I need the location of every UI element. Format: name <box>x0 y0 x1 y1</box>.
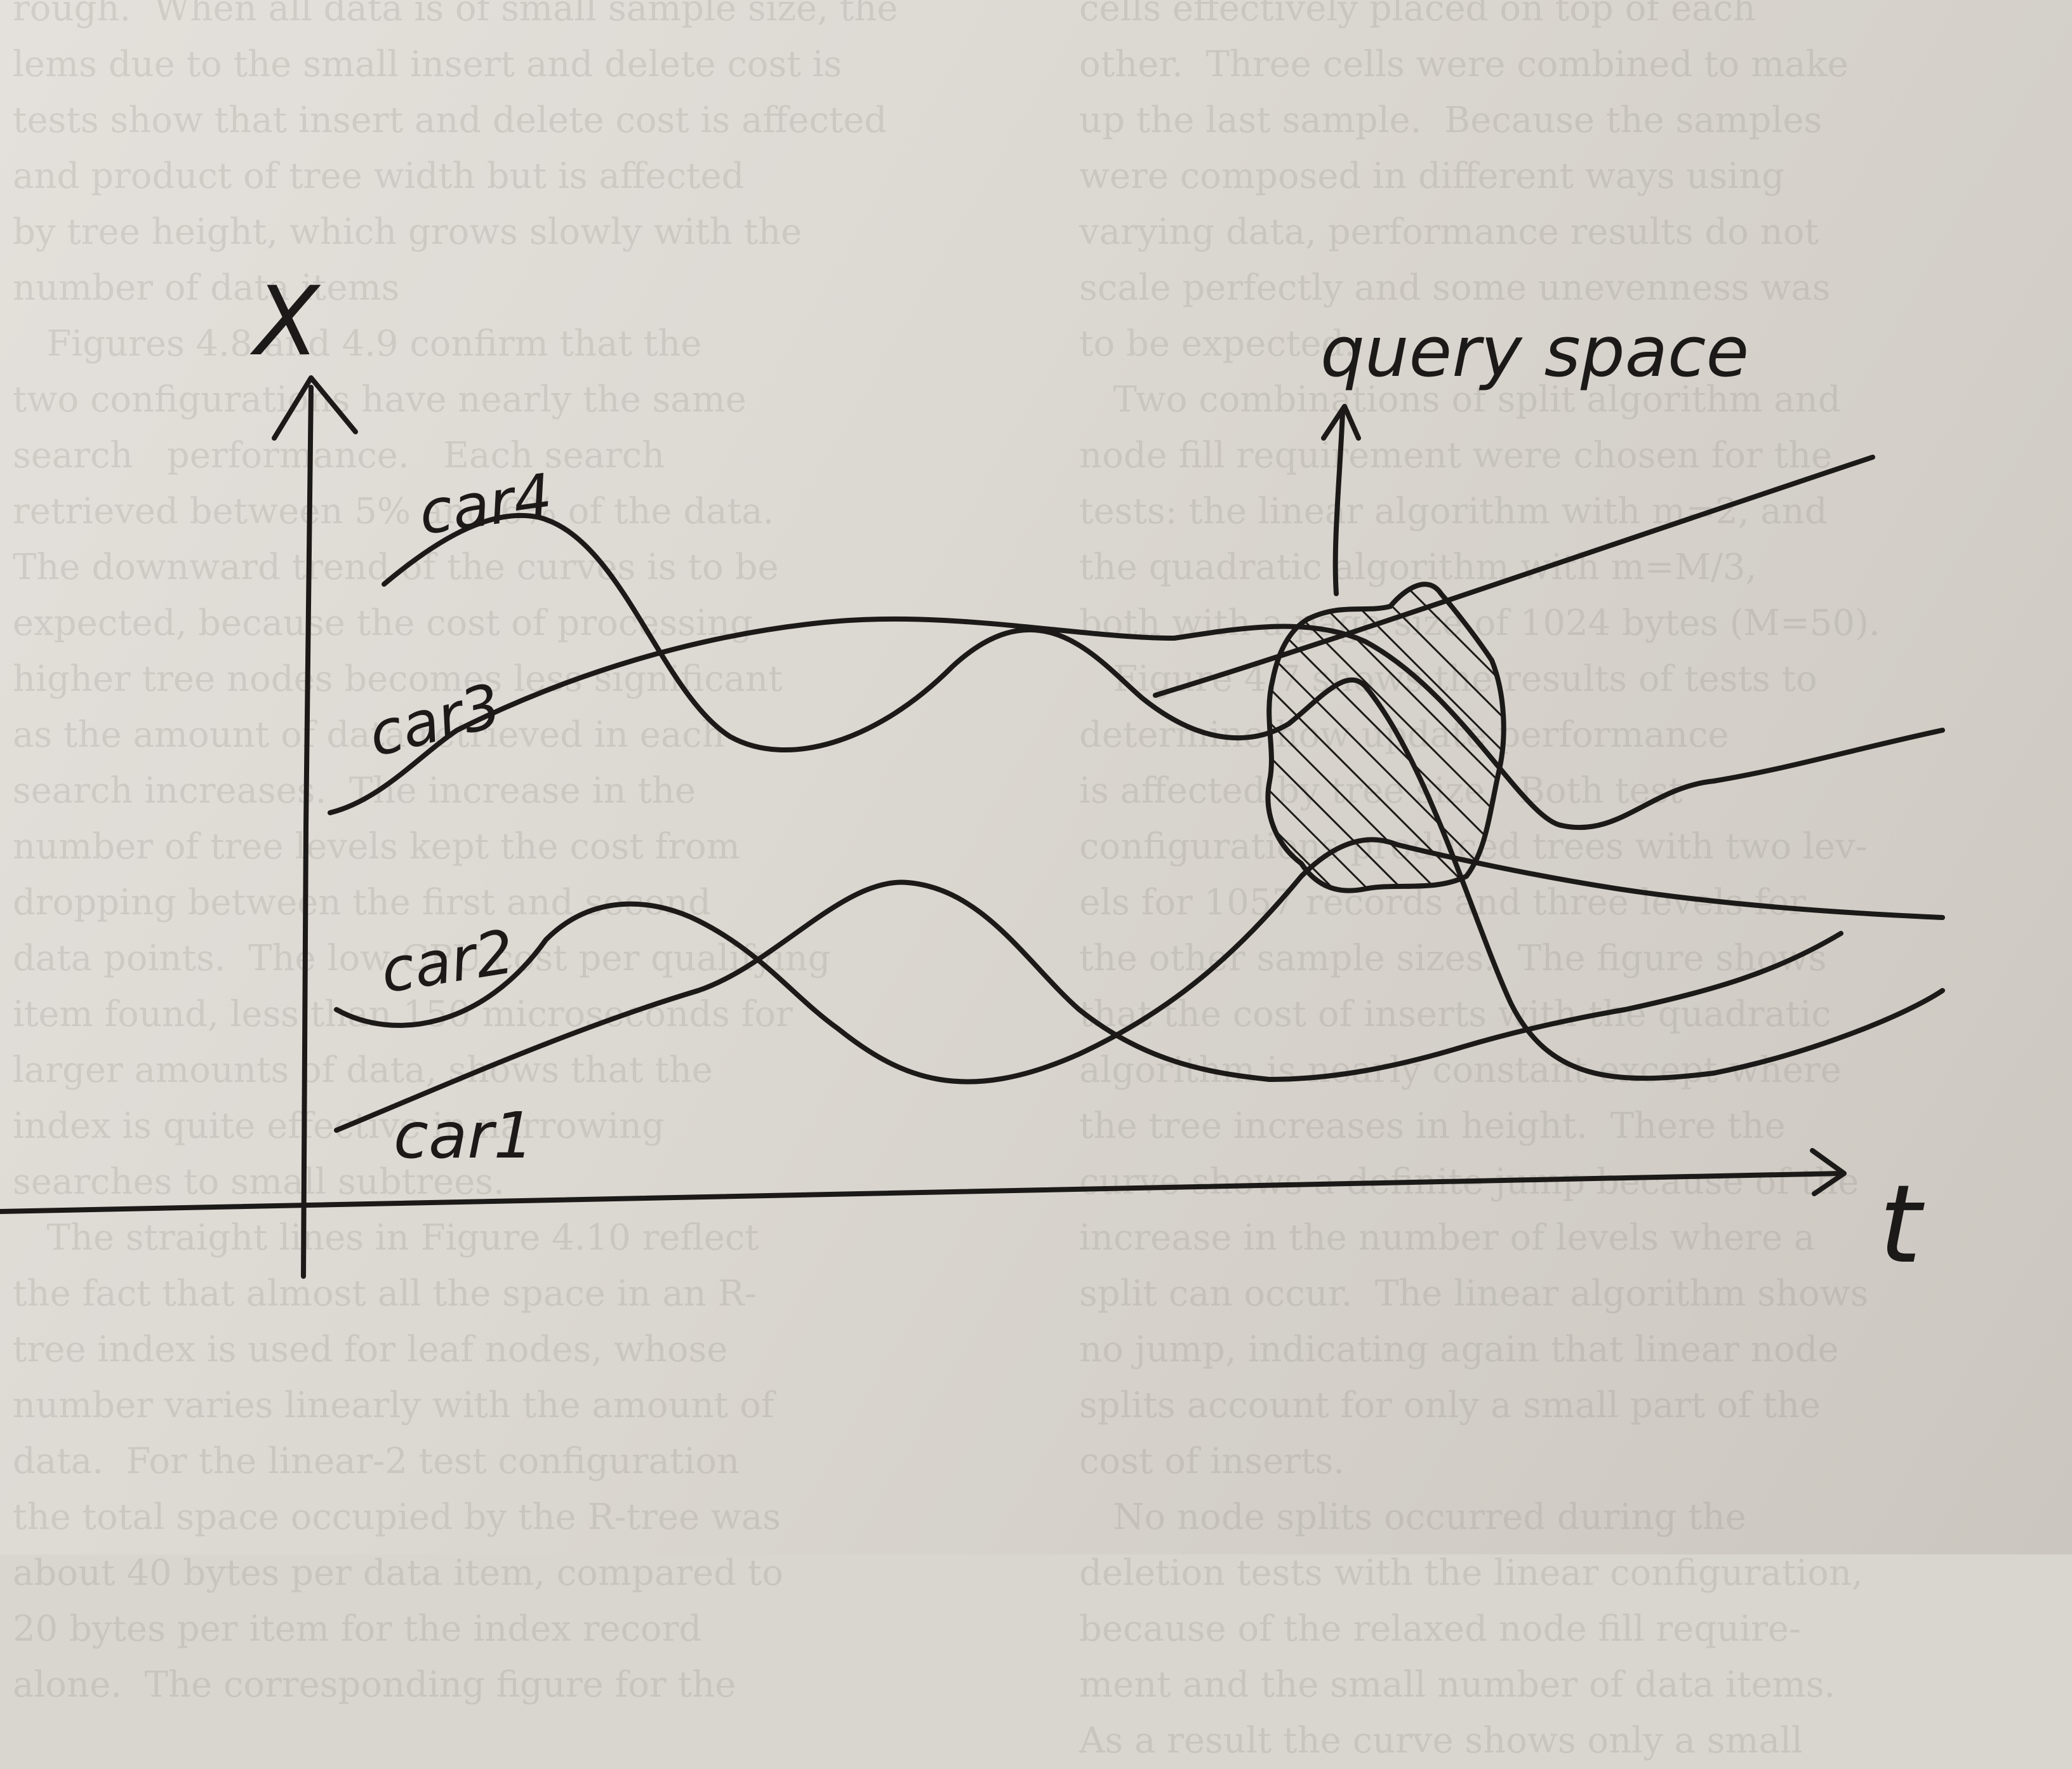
car3-trajectory <box>328 616 1945 831</box>
book-text-left-column: rough. When all data is of small sample … <box>13 0 898 1706</box>
query-space-pointer-arrowhead <box>1321 404 1361 441</box>
x-axis-arrowhead <box>1810 1148 1847 1196</box>
book-text-right-column: cells effectively placed on top of each … <box>1079 0 1880 1761</box>
curve-label-car1: car1 <box>394 1098 534 1173</box>
bleed-through-book-text: rough. When all data is of small sample … <box>13 0 1880 1761</box>
car4-trajectory <box>382 512 1945 1081</box>
y-axis <box>301 385 314 1279</box>
query-space-region <box>1265 582 1506 893</box>
x-axis <box>0 1171 1843 1214</box>
y-axis-arrowhead <box>272 375 358 441</box>
hand-drawn-sketch <box>0 375 1945 1279</box>
y-axis-label: X <box>254 267 319 377</box>
x-axis-label: t <box>1879 1162 1922 1288</box>
straight-trajectory <box>1153 455 1875 698</box>
query-space-pointer-arrow <box>1332 410 1345 596</box>
car1-trajectory <box>334 879 1843 1133</box>
car2-trajectory <box>334 837 1945 1085</box>
query-space-label: query space <box>1320 311 1750 392</box>
